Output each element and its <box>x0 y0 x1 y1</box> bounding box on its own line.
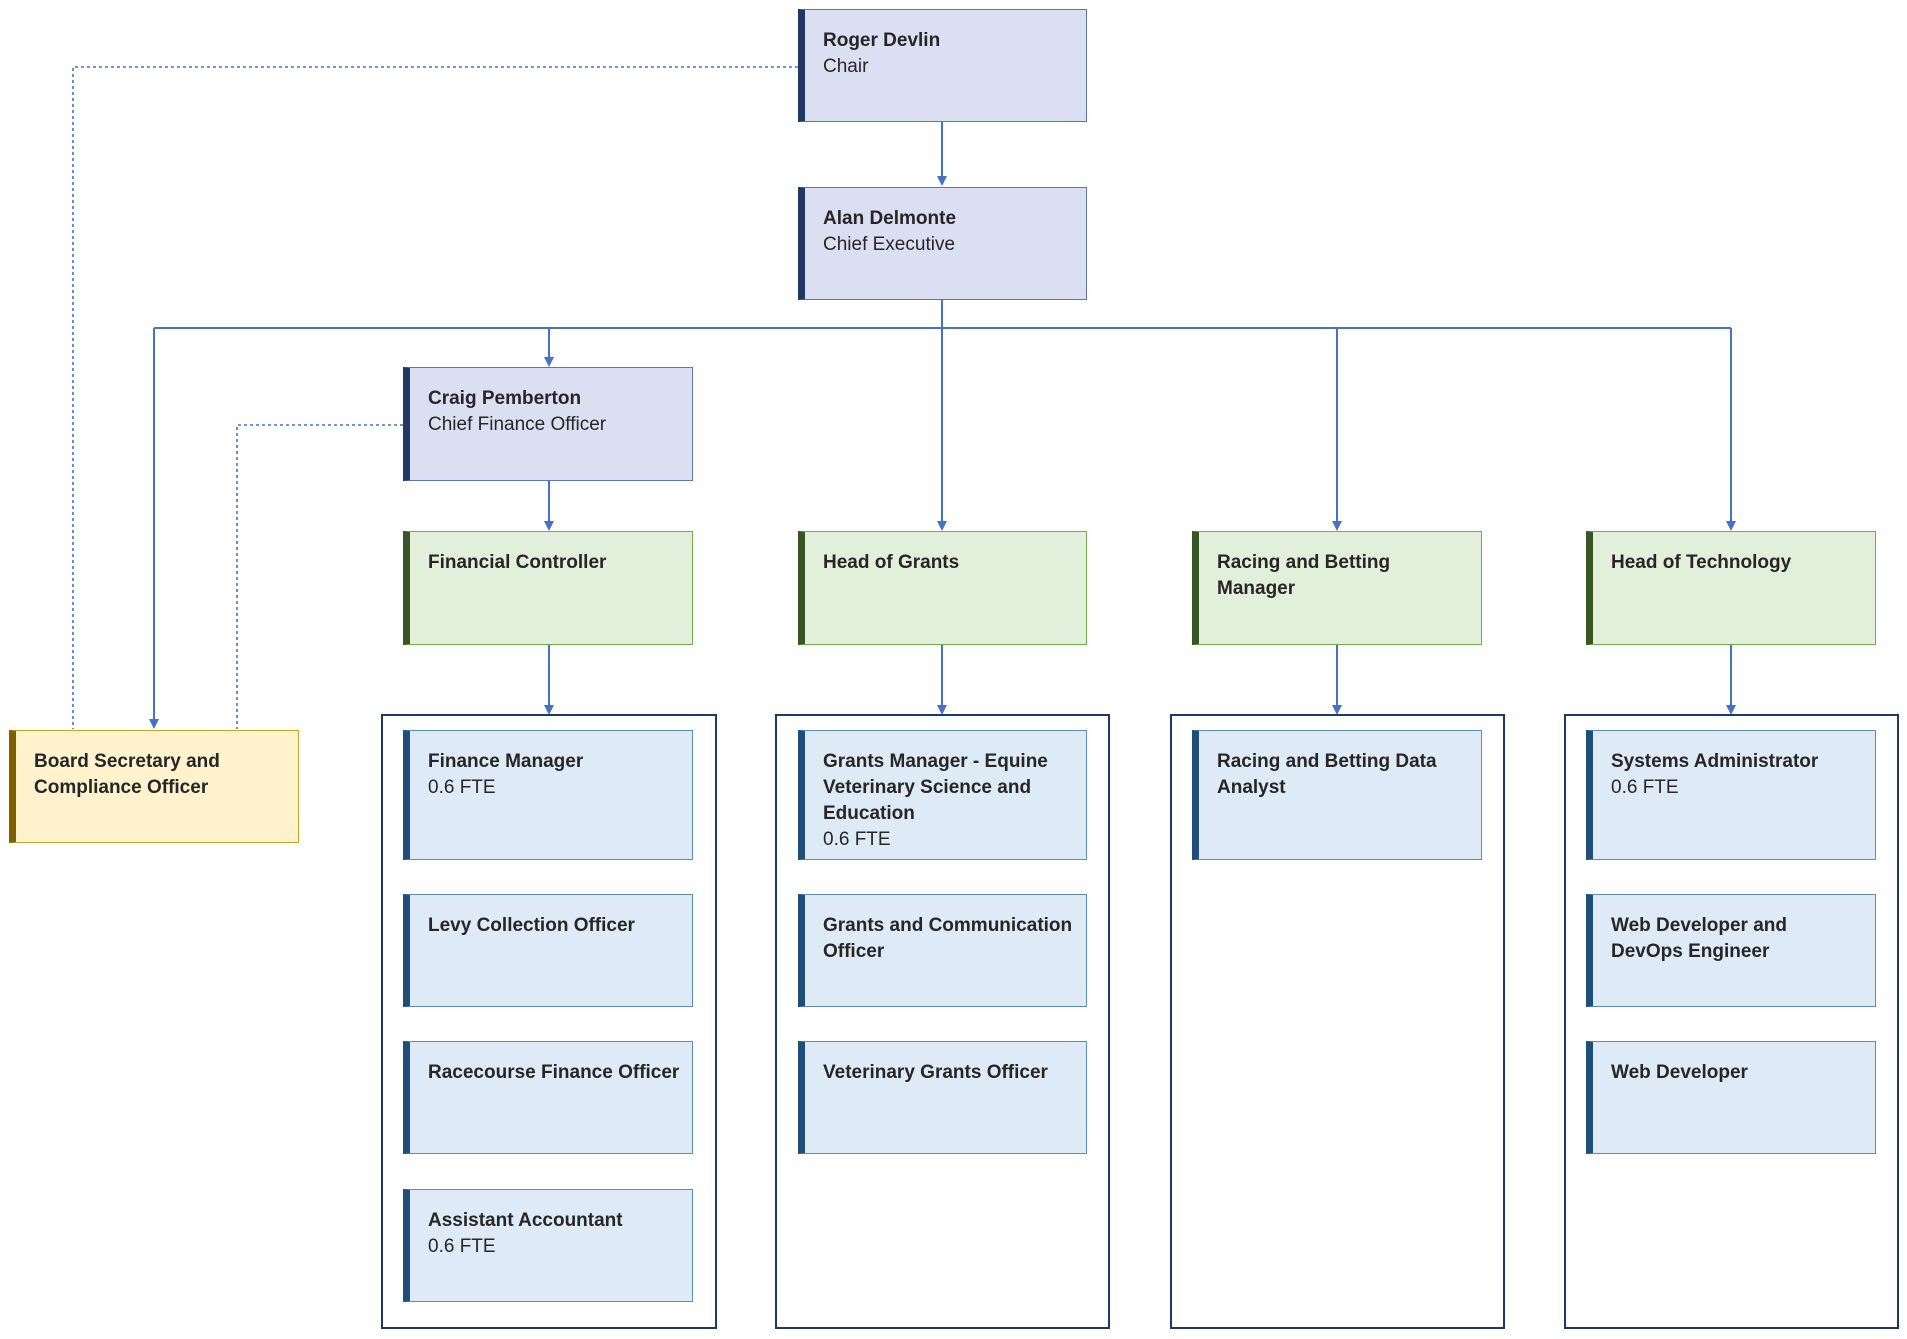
head-of-technology-node: Head of Technology <box>1586 531 1876 645</box>
racing-data-analyst-title: Racing and Betting Data Analyst <box>1217 751 1437 798</box>
levy-collection-officer-title: Levy Collection Officer <box>428 915 635 936</box>
web-developer-devops-title: Web Developer and DevOps Engineer <box>1611 915 1787 962</box>
chair-name: Roger Devlin <box>823 30 941 51</box>
cfo-name: Craig Pemberton <box>428 388 582 409</box>
cfo-role: Chief Finance Officer <box>428 414 607 435</box>
web-developer-devops-node: Web Developer and DevOps Engineer <box>1586 894 1876 1007</box>
chair-role: Chair <box>823 56 869 77</box>
web-developer-node: Web Developer <box>1586 1041 1876 1154</box>
finance-manager-title: Finance Manager <box>428 751 584 772</box>
racing-data-analyst-node: Racing and Betting Data Analyst <box>1192 730 1482 860</box>
veterinary-grants-officer-node: Veterinary Grants Officer <box>798 1041 1087 1154</box>
head-of-technology-title: Head of Technology <box>1611 552 1792 573</box>
racecourse-finance-officer-title: Racecourse Finance Officer <box>428 1062 680 1083</box>
financial-controller-title: Financial Controller <box>428 552 607 573</box>
finance-team-group <box>381 714 717 1329</box>
chair-node: Roger Devlin Chair <box>798 9 1087 122</box>
finance-manager-fte: 0.6 FTE <box>428 777 496 798</box>
board-secretary-title: Board Secretary and Compliance Officer <box>34 751 220 798</box>
ceo-node: Alan Delmonte Chief Executive <box>798 187 1087 300</box>
technology-team-group <box>1564 714 1899 1329</box>
assistant-accountant-title: Assistant Accountant <box>428 1210 623 1231</box>
racing-betting-manager-title: Racing and Betting Manager <box>1217 552 1391 599</box>
systems-administrator-title: Systems Administrator <box>1611 751 1819 772</box>
racecourse-finance-officer-node: Racecourse Finance Officer <box>403 1041 693 1154</box>
racing-team-group <box>1170 714 1505 1329</box>
ceo-role: Chief Executive <box>823 234 956 255</box>
grants-manager-title: Grants Manager - Equine Veterinary Scien… <box>823 751 1048 824</box>
systems-administrator-fte: 0.6 FTE <box>1611 777 1679 798</box>
cfo-node: Craig Pemberton Chief Finance Officer <box>403 367 693 481</box>
racing-betting-manager-node: Racing and Betting Manager <box>1192 531 1482 645</box>
assistant-accountant-node: Assistant Accountant 0.6 FTE <box>403 1189 693 1302</box>
systems-administrator-node: Systems Administrator 0.6 FTE <box>1586 730 1876 860</box>
grants-manager-fte: 0.6 FTE <box>823 829 891 850</box>
board-secretary-node: Board Secretary and Compliance Officer <box>9 730 299 843</box>
assistant-accountant-fte: 0.6 FTE <box>428 1236 496 1257</box>
financial-controller-node: Financial Controller <box>403 531 693 645</box>
grants-manager-node: Grants Manager - Equine Veterinary Scien… <box>798 730 1087 860</box>
ceo-name: Alan Delmonte <box>823 208 957 229</box>
dotted-connector-cfo-secretary <box>236 424 403 729</box>
levy-collection-officer-node: Levy Collection Officer <box>403 894 693 1007</box>
head-of-grants-title: Head of Grants <box>823 552 960 573</box>
grants-communication-officer-node: Grants and Communication Officer <box>798 894 1087 1007</box>
web-developer-title: Web Developer <box>1611 1062 1748 1083</box>
grants-team-group <box>775 714 1110 1329</box>
grants-communication-officer-title: Grants and Communication Officer <box>823 915 1073 962</box>
head-of-grants-node: Head of Grants <box>798 531 1087 645</box>
veterinary-grants-officer-title: Veterinary Grants Officer <box>823 1062 1048 1083</box>
finance-manager-node: Finance Manager 0.6 FTE <box>403 730 693 860</box>
